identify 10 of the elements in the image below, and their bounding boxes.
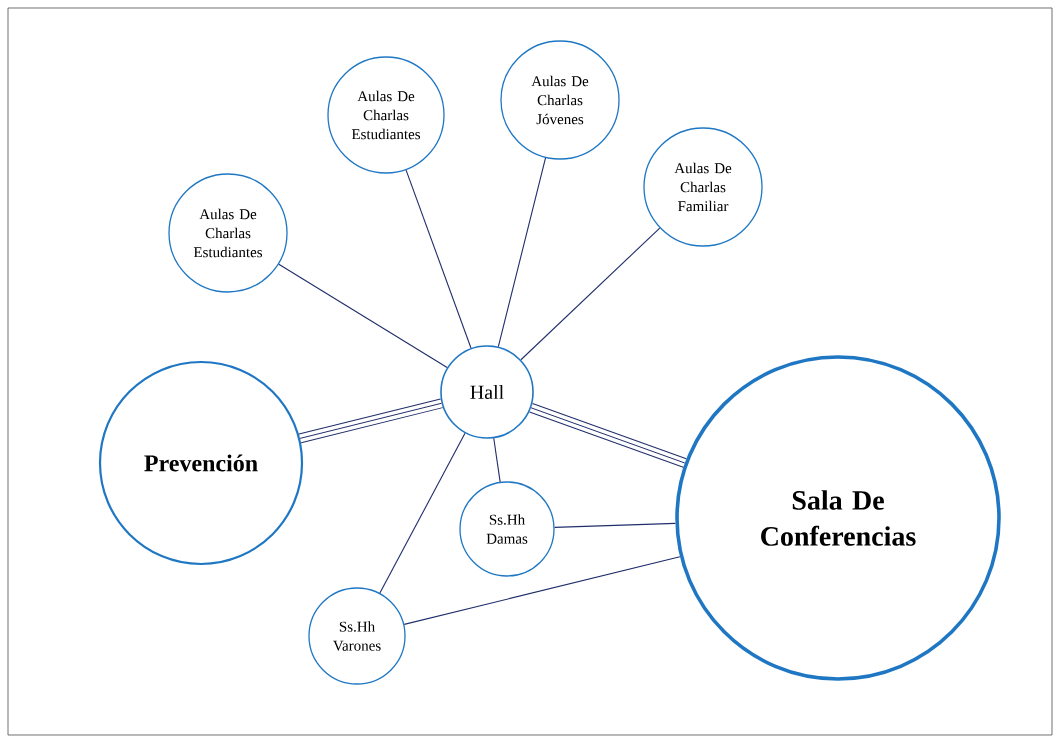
connector-line: [520, 227, 661, 361]
connector-line: [379, 432, 466, 594]
connector-line: [493, 437, 501, 483]
connector-line: [405, 169, 472, 349]
connector-line: [403, 556, 681, 625]
connector-line: [497, 157, 547, 348]
connector-line: [529, 403, 687, 468]
connector-line: [554, 522, 676, 528]
connector-line: [298, 398, 443, 444]
connector-line: [278, 263, 448, 369]
